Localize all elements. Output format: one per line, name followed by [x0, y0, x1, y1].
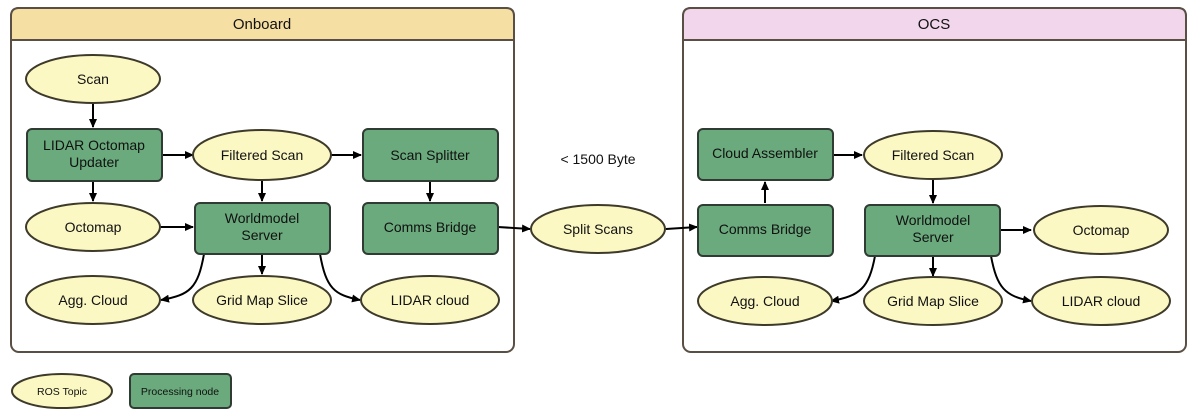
- node-lidar-octomap-updater: LIDAR Octomap Updater: [26, 128, 163, 182]
- ocs-topic-octomap-label: Octomap: [1073, 222, 1130, 238]
- node-worldmodel-server: Worldmodel Server: [194, 202, 331, 255]
- topic-octomap-label: Octomap: [65, 219, 122, 235]
- ocs-panel-title: OCS: [918, 16, 951, 33]
- topic-octomap: Octomap: [25, 202, 161, 252]
- edge-ocs-worldmodel-to-agg-cloud: [830, 255, 876, 304]
- legend-node: Processing node: [129, 373, 232, 409]
- topic-split-scans-label: Split Scans: [563, 221, 633, 237]
- onboard-panel-header: [10, 7, 515, 41]
- topic-agg-cloud: Agg. Cloud: [25, 275, 161, 325]
- topic-scan-label: Scan: [77, 71, 109, 87]
- bandwidth-note: < 1500 Byte: [560, 151, 635, 167]
- legend-node-label: Processing node: [141, 386, 219, 398]
- ocs-node-worldmodel-server-label-line2: Server: [912, 229, 954, 245]
- topic-lidar-cloud-label: LIDAR cloud: [391, 292, 470, 308]
- onboard-panel-title: Onboard: [233, 16, 291, 33]
- ocs-topic-agg-cloud: Agg. Cloud: [697, 276, 833, 326]
- node-scan-splitter: Scan Splitter: [362, 128, 499, 182]
- node-comms-bridge: Comms Bridge: [362, 202, 499, 255]
- topic-filtered-scan-label: Filtered Scan: [221, 147, 303, 163]
- node-lidar-octomap-updater-label-line2: Updater: [69, 154, 119, 170]
- ocs-node-comms-bridge: Comms Bridge: [697, 204, 834, 257]
- onboard-edges: [89, 103, 698, 303]
- node-comms-bridge-label: Comms Bridge: [384, 219, 477, 235]
- node-cloud-assembler-label: Cloud Assembler: [712, 145, 818, 161]
- ocs-topic-filtered-scan-label: Filtered Scan: [892, 147, 974, 163]
- ocs-edges: [761, 151, 1032, 304]
- topic-lidar-cloud: LIDAR cloud: [360, 275, 500, 325]
- ocs-node-worldmodel-server-label-line1: Worldmodel: [896, 212, 970, 228]
- ocs-node-worldmodel-server: Worldmodel Server: [864, 204, 1001, 257]
- ocs-node-comms-bridge-label: Comms Bridge: [719, 221, 812, 237]
- edge-split-scans-to-ocs-comms: [665, 223, 698, 232]
- topic-filtered-scan: Filtered Scan: [192, 129, 332, 181]
- edge-worldmodel-to-agg-cloud: [160, 253, 205, 303]
- ocs-topic-filtered-scan: Filtered Scan: [863, 130, 1003, 180]
- edge-comms-to-split-scans: [497, 224, 531, 233]
- ocs-topic-lidar-cloud-label: LIDAR cloud: [1062, 293, 1141, 309]
- ocs-panel-header: [682, 7, 1187, 41]
- ocs-topic-grid-map-slice-label: Grid Map Slice: [887, 293, 979, 309]
- legend: ROS Topic Processing node: [11, 373, 232, 409]
- topic-grid-map-slice: Grid Map Slice: [192, 275, 332, 325]
- node-worldmodel-server-label-line2: Server: [241, 227, 283, 243]
- topic-split-scans: Split Scans: [530, 204, 666, 254]
- node-lidar-octomap-updater-label-line1: LIDAR Octomap: [43, 137, 145, 153]
- legend-topic: ROS Topic: [11, 373, 113, 409]
- edge-worldmodel-to-lidar-cloud: [319, 253, 361, 303]
- node-worldmodel-server-label-line1: Worldmodel: [225, 210, 299, 226]
- ocs-topic-lidar-cloud: LIDAR cloud: [1031, 276, 1171, 326]
- ocs-topic-grid-map-slice: Grid Map Slice: [863, 276, 1003, 326]
- topic-grid-map-slice-label: Grid Map Slice: [216, 292, 308, 308]
- ocs-topic-agg-cloud-label: Agg. Cloud: [730, 293, 799, 309]
- node-scan-splitter-label: Scan Splitter: [390, 147, 470, 163]
- legend-topic-label: ROS Topic: [37, 386, 87, 398]
- ocs-topic-octomap: Octomap: [1033, 205, 1169, 255]
- topic-agg-cloud-label: Agg. Cloud: [58, 292, 127, 308]
- ocs-panel: OCS: [682, 7, 1187, 353]
- node-cloud-assembler: Cloud Assembler: [697, 128, 834, 181]
- edge-ocs-worldmodel-to-lidar-cloud: [990, 255, 1032, 304]
- topic-scan: Scan: [25, 54, 161, 104]
